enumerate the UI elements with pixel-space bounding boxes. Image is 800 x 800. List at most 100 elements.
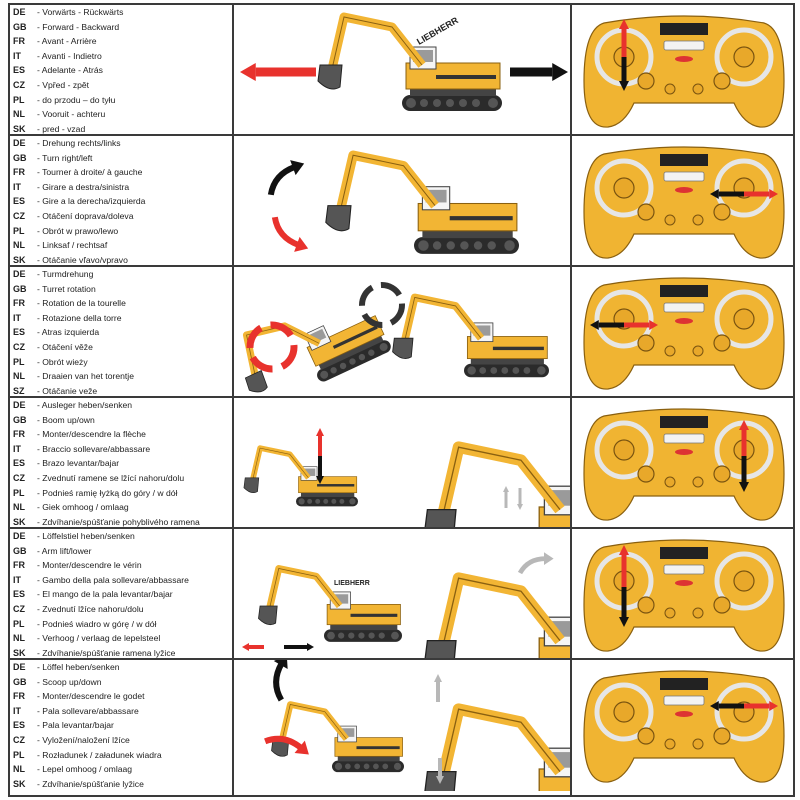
instruction-text: - Brazo levantar/bajar: [37, 458, 120, 469]
instruction-text: - Rotazione della torre: [37, 312, 122, 323]
excavator-illustration: [234, 136, 572, 265]
language-code: FR: [13, 298, 25, 309]
language-line: IT- Braccio sollevare/abbassare: [10, 442, 232, 457]
language-code: FR: [13, 429, 25, 440]
stick-arrow-right-red: [744, 701, 778, 711]
language-line: FR- Monter/descendre la flèche: [10, 427, 232, 442]
language-line: CZ- Zvednutí ramene se lžící nahoru/dolu: [10, 471, 232, 486]
controller-image: [584, 16, 784, 127]
instruction-text: - pred - vzad: [37, 123, 86, 134]
language-line: GB- Turn right/left: [10, 151, 232, 166]
excavator-closeup: [425, 447, 570, 527]
instruction-text: - Otáčení věže: [37, 341, 93, 352]
instruction-text: - Löffel heben/senken: [37, 662, 120, 672]
instruction-text: - Vorwärts - Rückwärts: [37, 7, 124, 17]
language-code: IT: [13, 705, 21, 716]
controller-diagram: [572, 398, 793, 527]
instruction-text: - Pala levantar/bajar: [37, 720, 114, 731]
excavator-side-view: [318, 17, 502, 111]
language-code: DE: [13, 138, 26, 148]
language-code: DE: [13, 269, 26, 279]
language-code: IT: [13, 312, 21, 323]
language-code: SK: [13, 647, 26, 658]
excavator-illustration: LIEBHERR: [234, 529, 572, 658]
instruction-text: - Atras izquierda: [37, 327, 100, 338]
language-code: IT: [13, 181, 21, 192]
language-line: DE- Ausleger heben/senken: [10, 398, 232, 413]
language-line: CZ- Otáčení věže: [10, 340, 232, 355]
language-code: SK: [13, 778, 26, 789]
language-code: NL: [13, 764, 25, 775]
instruction-text: - Braccio sollevare/abbassare: [37, 443, 151, 454]
instruction-text: - Ausleger heben/senken: [37, 400, 133, 410]
language-code: IT: [13, 574, 21, 585]
excavator-top-view: [326, 155, 519, 254]
controller-image: [584, 540, 784, 651]
instruction-text: - Obrót wieży: [37, 356, 88, 367]
stick-arrow-down-black: [739, 456, 749, 492]
stick-arrow-left-black: [710, 701, 744, 711]
instruction-text: - Gire a la derecha/izquierda: [37, 196, 146, 207]
instruction-text: - Pala sollevare/abbassare: [37, 705, 139, 716]
instruction-text: - Draaien van het torentje: [37, 371, 134, 382]
language-code: DE: [13, 531, 26, 541]
language-line: SK- pred - vzad: [10, 122, 232, 137]
controller-diagram: [572, 529, 793, 658]
controller-image: [584, 147, 784, 258]
instruction-text: - Boom up/own: [37, 414, 95, 425]
language-code: NL: [13, 633, 25, 644]
excavator-side-view: [258, 569, 402, 642]
language-line: GB- Boom up/own: [10, 413, 232, 428]
arm-arrow-right-black: [284, 643, 314, 651]
language-code: CZ: [13, 734, 25, 745]
language-code: ES: [13, 720, 26, 731]
instruction-text: - Zvednutí ramene se lžící nahoru/dolu: [37, 472, 185, 483]
language-line: PL- Podnieś ramię łyżką do góry / w dół: [10, 486, 232, 501]
language-line: ES- Gire a la derecha/izquierda: [10, 194, 232, 209]
language-code: CZ: [13, 210, 25, 221]
grey-arrow-up: [503, 486, 509, 508]
grey-rotate-arrow: [520, 552, 554, 573]
language-code: DE: [13, 7, 26, 17]
language-line: DE - Vorwärts - Rückwärts: [10, 5, 232, 20]
language-code: PL: [13, 356, 25, 367]
language-line: CZ - Vpřed - zpět: [10, 78, 232, 93]
black-arrow-right: [510, 63, 568, 81]
language-code: PL: [13, 618, 25, 629]
instruction-text: - Rotation de la tourelle: [37, 298, 126, 309]
excavator-angled-view: [234, 282, 393, 396]
language-line: GB- Scoop up/down: [10, 675, 232, 690]
language-line: NL- Vooruit - achteru: [10, 107, 232, 122]
language-line: IT- Gambo della pala sollevare/abbassare: [10, 573, 232, 588]
stick-arrow-right-red: [744, 189, 778, 199]
language-code: ES: [13, 327, 26, 338]
language-code: GB: [13, 283, 27, 294]
language-code: NL: [13, 109, 25, 120]
stick-arrow-down-black: [619, 587, 629, 627]
language-code: FR: [13, 691, 25, 702]
rotate-arrow-red: [266, 217, 314, 256]
controller-diagram: [572, 267, 793, 396]
instruction-text: - Vpřed - zpět: [37, 79, 90, 90]
language-code: CZ: [13, 79, 25, 90]
language-line: FR- Avant - Arrière: [10, 34, 232, 49]
language-line: PL- Obrót w prawo/lewo: [10, 224, 232, 239]
language-line: CZ- Zvednutí lžíce nahoru/dolu: [10, 602, 232, 617]
instruction-text: - Girare a destra/sinistra: [37, 181, 130, 192]
instruction-text: - Vyložení/naložení lžíce: [37, 734, 130, 745]
language-code: PL: [13, 749, 25, 760]
language-line: SK- Zdvíhanie/spúšťanie pohyblivého rame…: [10, 515, 232, 530]
excavator-illustration: [234, 267, 572, 396]
language-code: GB: [13, 545, 27, 556]
stick-arrow-up-red: [619, 19, 629, 57]
instruction-text: - Avanti - Indietro: [37, 50, 102, 61]
language-code: SZ: [13, 385, 25, 396]
